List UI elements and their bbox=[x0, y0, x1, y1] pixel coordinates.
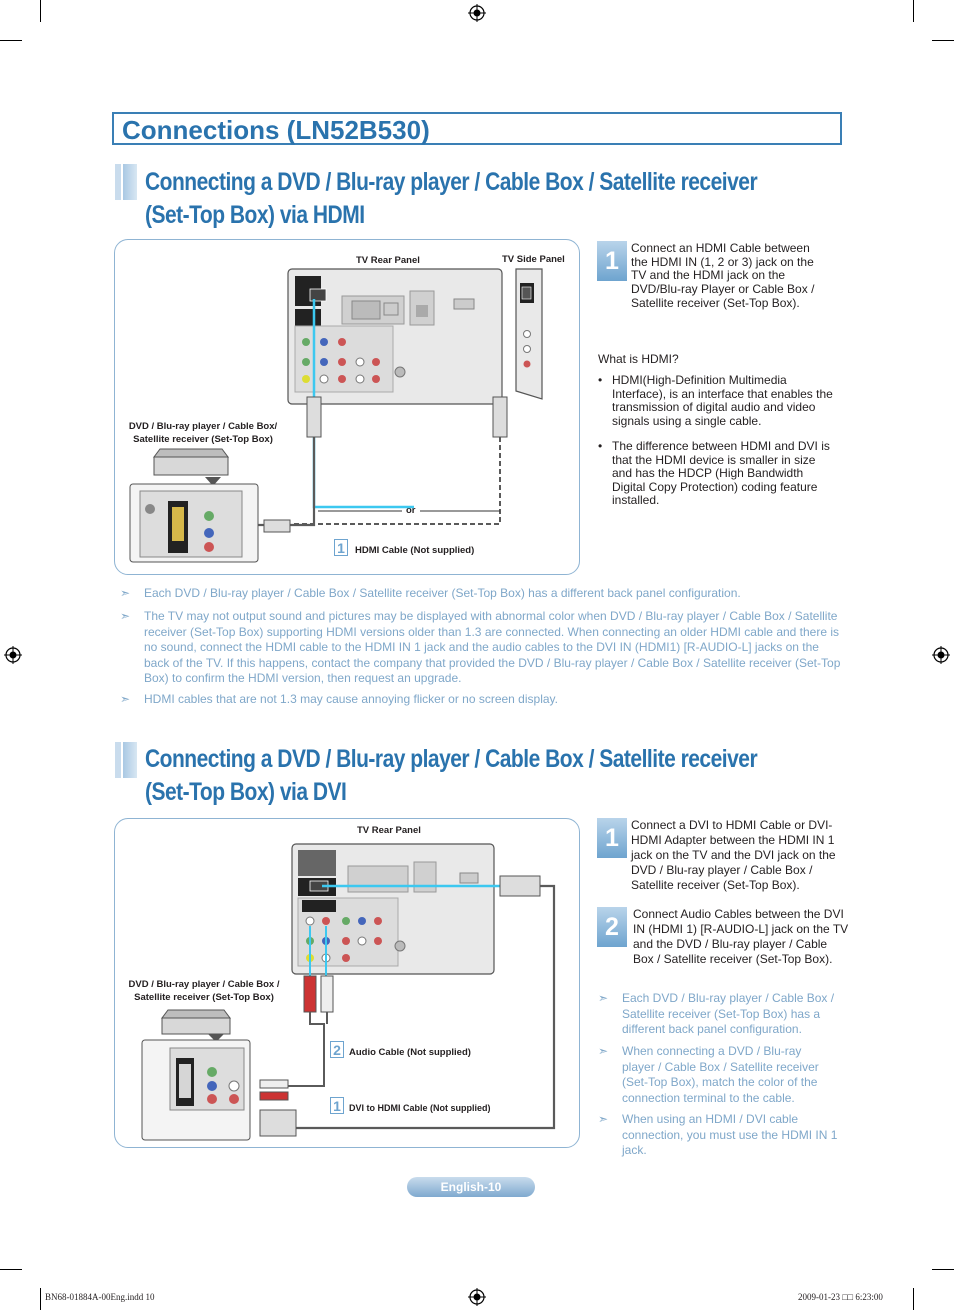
note-arrow-icon: ➣ bbox=[598, 1044, 609, 1058]
or-label: or bbox=[406, 505, 416, 516]
tv-rear-panel-illustration bbox=[291, 843, 495, 975]
cable-number-badge: 2 bbox=[330, 1041, 344, 1058]
tv-side-panel-label: TV Side Panel bbox=[502, 254, 565, 265]
note-text: Each DVD / Blu-ray player / Cable Box / … bbox=[622, 991, 835, 1036]
step-number: 2 bbox=[597, 907, 627, 947]
section-marker-icon bbox=[115, 164, 137, 200]
crop-mark bbox=[40, 1288, 41, 1310]
note-arrow-icon: ➣ bbox=[598, 1112, 609, 1126]
section2-title-line1: Connecting a DVD / Blu-ray player / Cabl… bbox=[145, 745, 758, 773]
crop-mark bbox=[913, 1288, 914, 1310]
tv-rear-panel-label: TV Rear Panel bbox=[356, 255, 420, 266]
crop-mark bbox=[932, 1269, 954, 1270]
bullet-icon: • bbox=[598, 439, 603, 453]
note-text: When connecting a DVD / Blu-ray player /… bbox=[622, 1044, 819, 1105]
page-number-badge: English-10 bbox=[407, 1177, 535, 1197]
step-1-text: Connect a DVI to HDMI Cable or DVI-HDMI … bbox=[631, 818, 836, 892]
crop-mark bbox=[0, 1269, 22, 1270]
page-title: Connections (LN52B530) bbox=[122, 115, 430, 145]
bullet-text: The difference between HDMI and DVI is t… bbox=[612, 439, 830, 507]
section1-title-line1: Connecting a DVD / Blu-ray player / Cabl… bbox=[145, 168, 758, 196]
step-1-text: Connect an HDMI Cable between the HDMI I… bbox=[631, 241, 815, 310]
cable-number-badge: 1 bbox=[334, 539, 348, 556]
step-2-text: Connect Audio Cables between the DVI IN … bbox=[633, 907, 849, 966]
audio-cable-label: Audio Cable (Not supplied) bbox=[349, 1047, 471, 1058]
registration-mark-icon bbox=[468, 1288, 486, 1306]
step-number: 1 bbox=[597, 818, 627, 858]
registration-mark-icon bbox=[468, 4, 486, 22]
page-title-box: Connections (LN52B530) bbox=[112, 112, 842, 145]
note-arrow-icon: ➣ bbox=[120, 609, 131, 623]
registration-mark-icon bbox=[4, 646, 22, 664]
crop-mark bbox=[40, 0, 41, 22]
device-label: DVD / Blu-ray player / Cable Box/ Satell… bbox=[128, 421, 278, 445]
note-arrow-icon: ➣ bbox=[120, 692, 131, 706]
section-marker-icon bbox=[115, 742, 137, 778]
crop-mark bbox=[932, 40, 954, 41]
section2-title-line2: (Set-Top Box) via DVI bbox=[145, 778, 347, 806]
crop-mark bbox=[913, 0, 914, 22]
dvd-player-illustration bbox=[129, 448, 259, 563]
hdmi-bullet: • The difference between HDMI and DVI is… bbox=[598, 439, 843, 510]
slug-file: BN68-01884A-00Eng.indd 10 bbox=[45, 1292, 155, 1302]
dvi-cable-label: DVI to HDMI Cable (Not supplied) bbox=[349, 1103, 491, 1113]
note-text: Each DVD / Blu-ray player / Cable Box / … bbox=[144, 586, 741, 600]
tv-rear-panel-illustration bbox=[287, 268, 503, 405]
crop-mark bbox=[0, 40, 22, 41]
bullet-text: HDMI(High-Definition Multimedia Interfac… bbox=[612, 373, 833, 428]
dvd-player-illustration bbox=[141, 1009, 251, 1141]
tv-rear-panel-label: TV Rear Panel bbox=[357, 825, 421, 836]
section1-title-line2: (Set-Top Box) via HDMI bbox=[145, 201, 365, 229]
slug-date: 2009-01-23 □□ 6:23:00 bbox=[798, 1292, 883, 1302]
cable-number-badge: 1 bbox=[330, 1097, 344, 1114]
note-text: HDMI cables that are not 1.3 may cause a… bbox=[144, 692, 558, 706]
dvi-diagram-illustration bbox=[141, 843, 556, 1141]
hdmi-bullet: • HDMI(High-Definition Multimedia Interf… bbox=[598, 373, 843, 434]
note-text: When using an HDMI / DVI cable connectio… bbox=[622, 1112, 838, 1157]
note-arrow-icon: ➣ bbox=[120, 586, 131, 600]
what-is-hdmi-heading: What is HDMI? bbox=[598, 352, 679, 366]
step-number: 1 bbox=[597, 241, 627, 281]
note-arrow-icon: ➣ bbox=[598, 991, 609, 1005]
device-label: DVD / Blu-ray player / Cable Box / Satel… bbox=[128, 979, 280, 1003]
hdmi-diagram-illustration bbox=[129, 268, 543, 563]
hdmi-cable-label: HDMI Cable (Not supplied) bbox=[355, 545, 475, 556]
note-text: The TV may not output sound and pictures… bbox=[144, 609, 841, 685]
registration-mark-icon bbox=[932, 646, 950, 664]
tv-side-panel-illustration bbox=[515, 268, 543, 400]
bullet-icon: • bbox=[598, 373, 603, 387]
